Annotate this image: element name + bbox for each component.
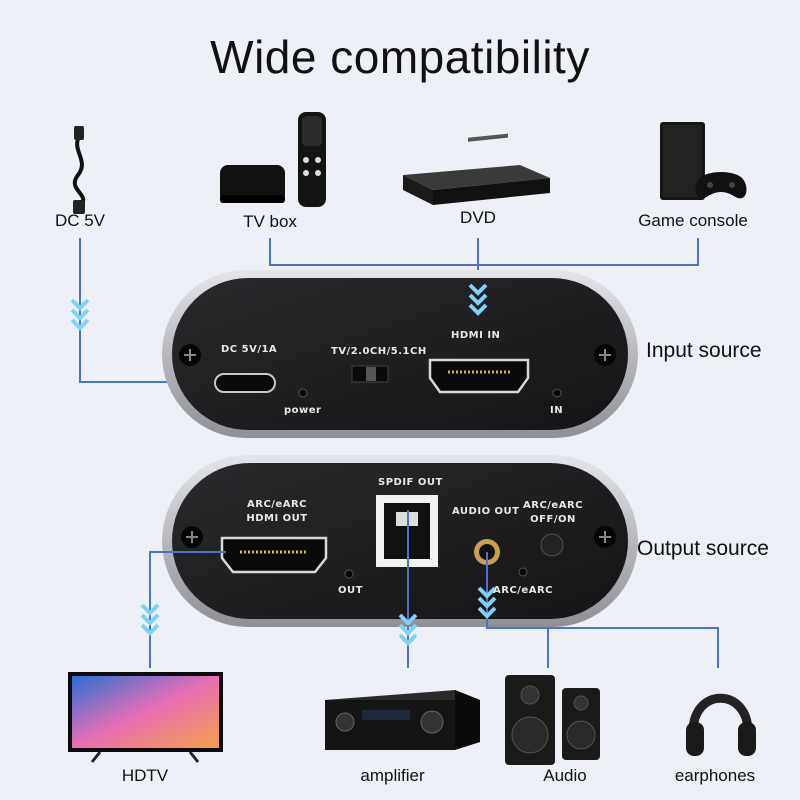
arrow-hdmi-in	[468, 283, 488, 316]
label-in: IN	[550, 405, 564, 416]
arrow-amplifier	[398, 613, 418, 646]
label-hdmi-in: HDMI IN	[451, 330, 501, 341]
screw-icon	[594, 526, 616, 548]
hdmi-out-port-icon	[220, 536, 328, 574]
label-input-source: Input source	[646, 339, 762, 362]
label-tv-box: TV box	[243, 212, 297, 231]
page-title: Wide compatibility	[210, 31, 590, 83]
label-arc-toggle: ARC/eARC OFF/ON	[523, 500, 583, 525]
label-output-source: Output source	[637, 537, 769, 560]
in-led-icon	[552, 388, 562, 398]
input-panel	[162, 270, 638, 438]
label-power: power	[284, 405, 322, 416]
hdmi-in-port-icon	[428, 358, 530, 394]
arc-led-icon	[518, 567, 528, 577]
label-audio-out: AUDIO OUT	[452, 506, 520, 517]
hdtv-icon	[68, 672, 223, 763]
label-arc-led: ARC/eARC	[493, 585, 553, 596]
label-amplifier: amplifier	[360, 766, 425, 785]
dvd-player-icon	[403, 133, 550, 205]
amplifier-icon	[325, 690, 480, 750]
label-audio: Audio	[543, 766, 587, 785]
label-spdif-out: SPDIF OUT	[378, 477, 443, 488]
dc-cable-icon	[72, 126, 86, 214]
label-dc-port: DC 5V/1A	[221, 344, 278, 355]
arc-toggle-button[interactable]	[540, 533, 564, 557]
output-panel	[162, 455, 638, 627]
label-out: OUT	[338, 585, 363, 596]
power-led-icon	[298, 388, 308, 398]
screw-icon	[181, 526, 203, 548]
arrow-audio-out	[477, 586, 497, 619]
screw-icon	[594, 344, 616, 366]
label-arc-hdmi-out: ARC/eARC HDMI OUT	[246, 499, 308, 524]
earphones-icon	[686, 693, 756, 756]
arrow-hdtv	[140, 603, 160, 636]
label-dvd: DVD	[460, 208, 496, 227]
arrow-dc	[70, 298, 90, 331]
label-earphones: earphones	[674, 766, 756, 785]
speaker-icon	[505, 675, 600, 765]
game-console-icon	[660, 122, 747, 200]
label-channel-switch: TV/2.0CH/5.1CH	[331, 346, 427, 357]
label-dc-5v: DC 5V	[54, 211, 106, 230]
label-game-console: Game console	[638, 211, 748, 230]
tv-box-icon	[220, 112, 326, 207]
screw-icon	[179, 344, 201, 366]
label-hdtv: HDTV	[121, 766, 169, 785]
out-led-icon	[344, 569, 354, 579]
dc-port-icon	[214, 373, 276, 393]
